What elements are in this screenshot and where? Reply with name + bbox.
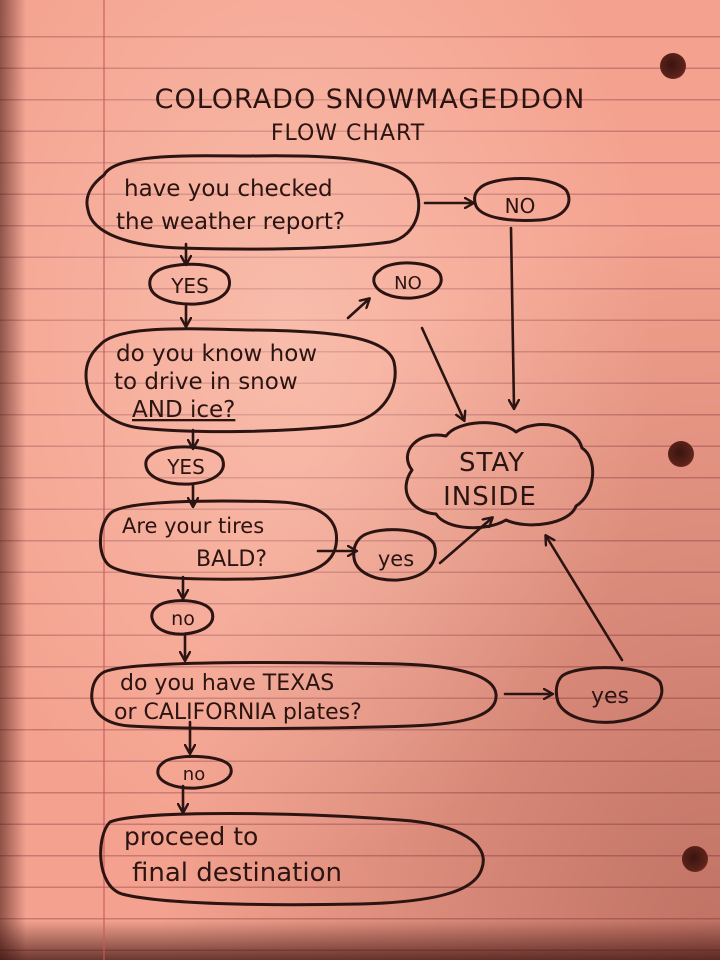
node-outline [85, 154, 421, 251]
answer-label: no [183, 764, 205, 785]
node-outline [404, 421, 595, 530]
answer-weather-yes: YES [148, 262, 231, 306]
tires-line-2: BALD? [196, 547, 267, 572]
answer-tires-no: no [150, 599, 215, 636]
edge-no-to-stay-inside [420, 326, 464, 420]
answer-plates-no: no [156, 754, 233, 790]
answer-label: yes [591, 684, 629, 709]
weather-line-1: have you checked [124, 176, 333, 202]
edges [183, 203, 624, 812]
answer-outline [372, 261, 443, 300]
answer-label: no [171, 608, 195, 630]
node-plates-question: do you have TEXAS or CALIFORNIA plates? [90, 660, 498, 731]
node-drive-question: do you know how to drive in snow AND ice… [84, 327, 397, 434]
answer-label: NO [505, 194, 536, 218]
tires-line-1: Are your tires [122, 514, 264, 538]
punch-hole [660, 53, 686, 79]
margin-line [103, 0, 105, 960]
answer-outline [148, 262, 231, 306]
node-proceed-terminal: proceed to final destination [99, 812, 485, 907]
weather-line-2: the weather report? [116, 209, 345, 235]
node-weather-question: have you checked the weather report? [85, 154, 421, 251]
punch-hole [668, 441, 694, 467]
answer-label: YES [166, 455, 205, 479]
node-stay-inside-terminal: STAY INSIDE [404, 421, 595, 530]
answer-weather-no: NO [473, 177, 571, 222]
answer-drive-yes: YES [144, 445, 225, 486]
answer-label: yes [378, 547, 414, 571]
answer-tires-yes: yes [352, 528, 437, 582]
answer-plates-yes: yes [554, 666, 664, 724]
stay-inside-line-1: STAY [459, 448, 525, 478]
answer-drive-no: NO [372, 261, 443, 300]
proceed-line-1: proceed to [124, 822, 258, 851]
edge-yes-to-stay-inside [438, 518, 492, 565]
edge-drive-to-no [346, 299, 369, 320]
node-outline [90, 660, 498, 731]
node-outline [84, 327, 397, 434]
answer-outline [554, 666, 664, 724]
drive-line-1: do you know how [116, 341, 317, 367]
answer-label: YES [170, 274, 209, 298]
answer-outline [473, 177, 571, 222]
punch-hole [682, 846, 708, 872]
plates-line-1: do you have TEXAS [120, 671, 334, 696]
answer-label: NO [394, 273, 422, 294]
paper-shadow-bottom [0, 920, 720, 960]
answer-outline [352, 528, 437, 582]
answer-outline [150, 599, 215, 636]
proceed-line-2: final destination [132, 858, 342, 888]
drive-line-3: AND ice? [132, 397, 235, 423]
answer-outline [156, 754, 233, 790]
drive-line-2: to drive in snow [114, 369, 298, 395]
node-tires-question: Are your tires BALD? [98, 499, 339, 581]
answer-outline [144, 445, 225, 486]
title-line-2: FLOW CHART [271, 121, 425, 146]
node-outline [98, 499, 339, 581]
title-line-1: COLORADO SNOWMAGEDDON [155, 84, 586, 115]
stay-inside-line-2: INSIDE [443, 482, 537, 512]
edge-yes-to-stay-inside [546, 536, 624, 662]
edge-no-to-stay-inside [511, 226, 514, 408]
plates-line-2: or CALIFORNIA plates? [114, 700, 362, 725]
node-outline [99, 812, 485, 907]
paper-shadow-left [0, 0, 26, 960]
